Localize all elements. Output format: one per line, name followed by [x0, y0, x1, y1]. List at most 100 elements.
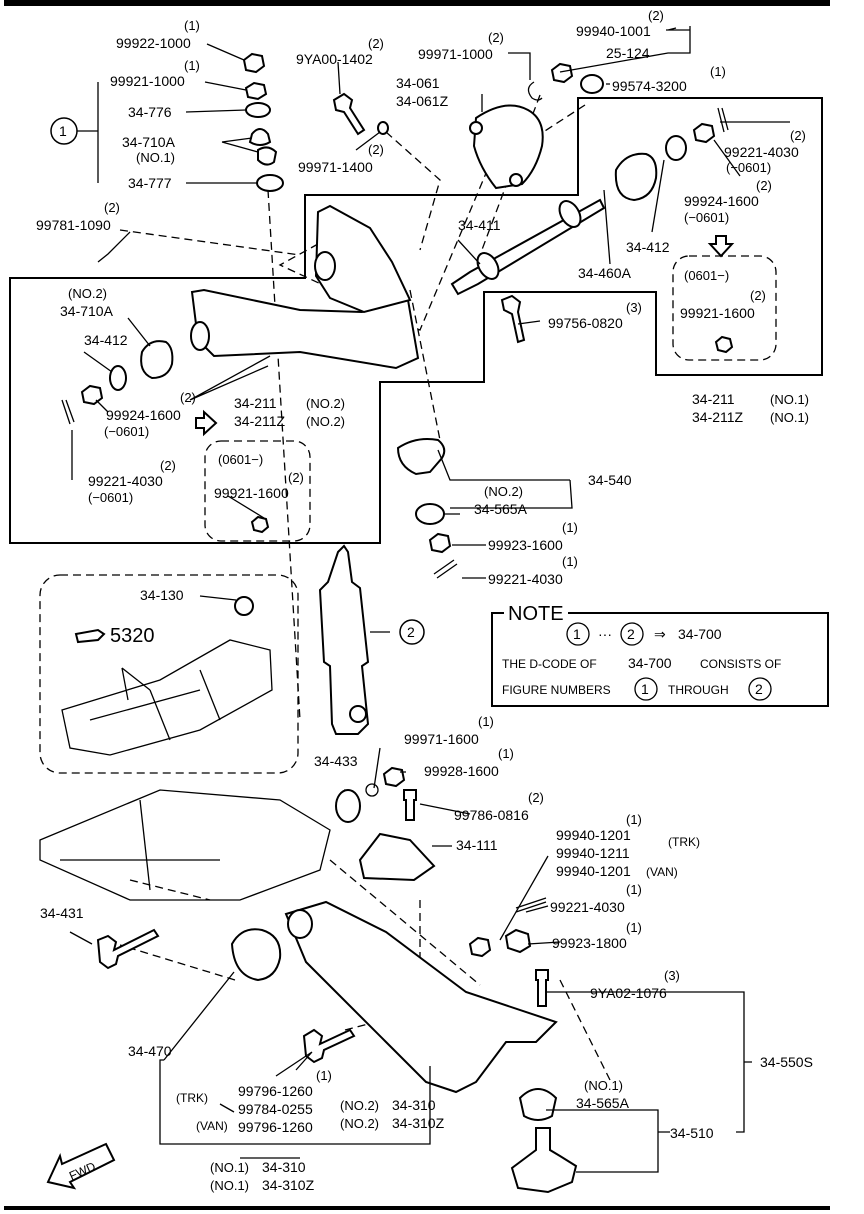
washer-34-412-right [665, 135, 687, 161]
label-34-211-no2: 34-211 [234, 395, 277, 411]
label-34-310-no2-note: (NO.2) [340, 1098, 379, 1113]
label-34-310-no1-note: (NO.1) [210, 1160, 249, 1175]
figure-number-1: 1 [59, 123, 67, 139]
label-99796-a-qty: (1) [316, 1068, 332, 1083]
bushing-34-710A-b [257, 146, 278, 166]
label-99221-4030-left: 99221-4030 [88, 473, 163, 489]
label-99940-1201-qty: (1) [626, 812, 642, 827]
label-34-460A: 34-460A [578, 265, 632, 281]
nut-99923-1600 [428, 532, 452, 554]
upper-arm-eye-rear [190, 321, 210, 351]
note-ellipsis: ··· [598, 626, 612, 642]
nut-99928-1600 [382, 766, 406, 788]
washer-99971-1600 [365, 783, 379, 797]
label-99574-3200: 99574-3200 [612, 78, 687, 94]
frame-arrow [121, 667, 129, 701]
label-range-left: (0601−) [218, 452, 263, 467]
top-rule [4, 0, 830, 6]
nut-99921-right [714, 335, 734, 354]
note-c2-circle [620, 622, 644, 646]
washer-34-776 [245, 102, 271, 118]
lower-arm-eye [287, 909, 313, 939]
nut-99923-1800 [504, 928, 532, 954]
label-34-310Z-no2-note: (NO.2) [340, 1116, 379, 1131]
note-line2c: CONSISTS OF [700, 657, 781, 671]
label-99924-right-range: (−0601) [684, 210, 729, 225]
shock-eye [349, 705, 367, 723]
figure-number-2: 2 [407, 624, 415, 640]
label-99924-left-qty: (2) [180, 390, 196, 405]
label-34-211Z-no2: 34-211Z [234, 413, 286, 429]
label-99921-right-qty: (2) [750, 288, 766, 303]
label-99940-1201-van: 99940-1201 [556, 863, 631, 879]
label-ref-5320: 5320 [110, 625, 155, 647]
label-34-061Z: 34-061Z [396, 93, 449, 109]
nut-99924-right [692, 122, 716, 144]
note-line3b: THROUGH [668, 683, 729, 697]
note-n1: 1 [641, 681, 649, 697]
figure-number-1-circle [50, 117, 78, 145]
label-34-431: 34-431 [40, 905, 84, 921]
upper-arm-no1-box [9, 97, 823, 544]
nut-99922 [242, 52, 266, 74]
label-34-211Z-no1: 34-211Z [692, 409, 744, 425]
label-99971-1600-qty: (1) [478, 714, 494, 729]
label-34-310Z-no1-note: (NO.1) [210, 1178, 249, 1193]
note-line2a: THE D-CODE OF [502, 657, 597, 671]
label-99784-0255: 99784-0255 [238, 1101, 313, 1117]
label-99921-1000: 99921-1000 [110, 73, 185, 89]
bolt-9ya02 [535, 969, 549, 1007]
range-box-right [672, 255, 777, 361]
upper-arm-eye-front [314, 251, 336, 281]
label-25-124: 25-124 [606, 45, 650, 61]
label-34-411: 34-411 [458, 217, 501, 233]
nut-99924-left [80, 384, 104, 406]
pin-99221-mid [433, 559, 458, 579]
bracket-dashes [119, 229, 301, 901]
label-99781-1090: 99781-1090 [36, 217, 111, 233]
label-34-540: 34-540 [588, 472, 632, 488]
washer-99971-1000 [527, 81, 543, 101]
fwd-arrow-icon [46, 1142, 116, 1190]
shock-absorber [318, 544, 370, 735]
label-99922-1000-qty: (1) [184, 18, 200, 33]
pin-99221-right [717, 107, 729, 133]
label-99971-1000-qty: (2) [488, 30, 504, 45]
note-arrow: ⇒ [654, 626, 666, 642]
label-99971-1600: 99971-1600 [404, 731, 479, 747]
label-99971-1400: 99971-1400 [298, 159, 373, 175]
label-34-310-no2: 34-310 [392, 1097, 436, 1113]
label-99221-bottom-qty: (1) [626, 882, 642, 897]
bumper-34-130 [234, 596, 254, 616]
label-99923-1800-qty: (1) [626, 920, 642, 935]
label-99221-left-qty: (2) [160, 458, 176, 473]
bushing-34-710A-a [248, 128, 272, 146]
upper-arm-34-211 [190, 288, 420, 370]
note-n1-circle [634, 677, 658, 701]
label-34-211Z-no1-note: (NO.1) [770, 410, 809, 425]
label-99928-qty: (1) [498, 746, 514, 761]
ball-joint-34-510 [510, 1127, 578, 1194]
pin-99221-left [61, 399, 75, 425]
lower-arm-34-310 [284, 900, 558, 1094]
note-n2: 2 [755, 681, 763, 697]
note-n2-circle [748, 677, 772, 701]
label-34-211-no2-note: (NO.2) [306, 396, 345, 411]
note-box [491, 612, 829, 707]
label-34-470: 34-470 [128, 1043, 172, 1059]
label-99923-1600-qty: (1) [562, 520, 578, 535]
label-99921-1600-left: 99921-1600 [214, 485, 289, 501]
label-34-310-no1: 34-310 [262, 1159, 306, 1175]
label-34-211-no1: 34-211 [692, 391, 735, 407]
note-title: NOTE [508, 603, 564, 625]
label-99924-1600-left: 99924-1600 [106, 407, 181, 423]
label-99756-qty: (3) [626, 300, 642, 315]
label-34-565A-no2-note: (NO.2) [484, 484, 523, 499]
nut-99921 [244, 81, 268, 101]
label-34-565A-no2: 34-565A [474, 501, 528, 517]
bushing-34-470 [230, 928, 282, 982]
label-99221-4030-bottom: 99221-4030 [550, 899, 625, 915]
label-99574-qty: (1) [710, 64, 726, 79]
label-34-776: 34-776 [128, 104, 172, 120]
